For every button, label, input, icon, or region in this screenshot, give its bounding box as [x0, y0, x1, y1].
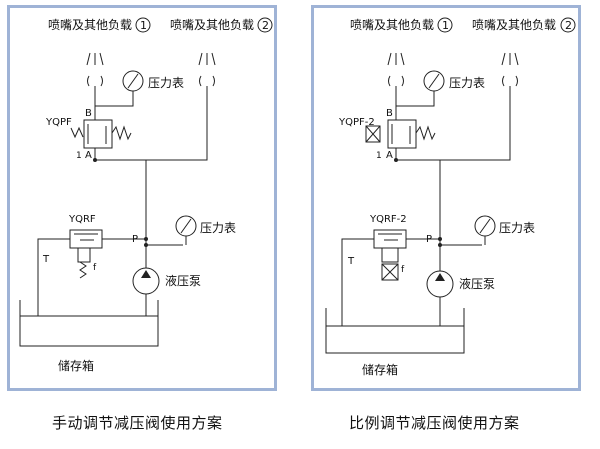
port-1-label: 1: [76, 151, 82, 161]
port-p-label: P: [132, 234, 138, 245]
port-t-label: T: [347, 256, 355, 267]
hydraulic-pump-icon: [426, 245, 454, 326]
gauge-top-label: 压力表: [449, 76, 485, 90]
port-b-label: B: [386, 108, 393, 119]
pump-label: 液压泵: [459, 276, 495, 291]
nozzle-2-label: 喷嘴及其他负载: [472, 18, 556, 32]
nozzle-1-label: 喷嘴及其他负载: [350, 18, 434, 32]
port-b-label: B: [85, 108, 92, 119]
pressure-gauge-bottom-icon: [175, 215, 197, 245]
proportional-relief-valve-bottom-icon: [341, 229, 440, 326]
tank-label: 储存箱: [58, 358, 94, 373]
pump-label: 液压泵: [165, 273, 201, 288]
nozzle-1-label: 喷嘴及其他负载: [48, 18, 132, 32]
pressure-gauge-bottom-icon: [474, 215, 496, 245]
gauge-bottom-label: 压力表: [499, 221, 535, 235]
proportional-scheme-panel: 喷嘴及其他负载 1 喷嘴及其他负载 2 压力表 YQPF-2 B A 1 YQR…: [311, 5, 581, 391]
valve-top-label: YQPF: [45, 117, 72, 128]
manual-scheme-caption: 手动调节减压阀使用方案: [52, 414, 223, 432]
nozzle-2-icon: [198, 52, 216, 87]
valve-bottom-label: YQRF: [68, 214, 96, 225]
hydraulic-pump-icon: [132, 245, 160, 316]
nozzle-1-number: 1: [442, 19, 449, 32]
spring-f-label: f: [93, 263, 97, 273]
port-a-label: A: [386, 150, 393, 161]
reservoir-tank-icon: [325, 308, 465, 354]
nozzle-1-icon: [387, 52, 405, 87]
nozzle-1-icon: [86, 52, 104, 87]
nozzle-1-number: 1: [140, 19, 147, 32]
pressure-gauge-top-icon: [396, 70, 445, 107]
tank-label: 储存箱: [362, 362, 398, 377]
nozzle-2-icon: [501, 52, 519, 87]
proportional-valve-top-icon: [365, 119, 436, 160]
port-p-label: P: [426, 234, 432, 245]
port-a-label: A: [85, 150, 92, 161]
proportional-scheme-caption: 比例调节减压阀使用方案: [349, 414, 520, 432]
relief-valve-bottom-icon: [37, 229, 146, 316]
port-1-label: 1: [376, 151, 382, 161]
gauge-top-label: 压力表: [148, 76, 184, 90]
valve-bottom-label: YQRF-2: [369, 214, 407, 225]
proportional-scheme-diagram: 喷嘴及其他负载 1 喷嘴及其他负载 2 压力表 YQPF-2 B A 1 YQR…: [325, 17, 576, 377]
pipe-nozzle2: [95, 86, 208, 161]
nozzle-2-label: 喷嘴及其他负载: [170, 18, 254, 32]
gauge-bottom-label: 压力表: [200, 221, 236, 235]
nozzle-2-number: 2: [565, 19, 572, 32]
valve-top-label: YQPF-2: [338, 117, 375, 128]
nozzle-2-number: 2: [262, 19, 269, 32]
reservoir-tank-icon: [19, 300, 159, 347]
manual-scheme-panel: 喷嘴及其他负载 1 喷嘴及其他负载 2 压力表 YQPF B A 1 YQRF …: [7, 5, 277, 391]
pressure-gauge-top-icon: [95, 70, 144, 107]
manual-scheme-diagram: 喷嘴及其他负载 1 喷嘴及其他负载 2 压力表 YQPF B A 1 YQRF …: [19, 17, 273, 373]
spring-f-label: f: [401, 265, 405, 275]
port-t-label: T: [42, 254, 50, 265]
